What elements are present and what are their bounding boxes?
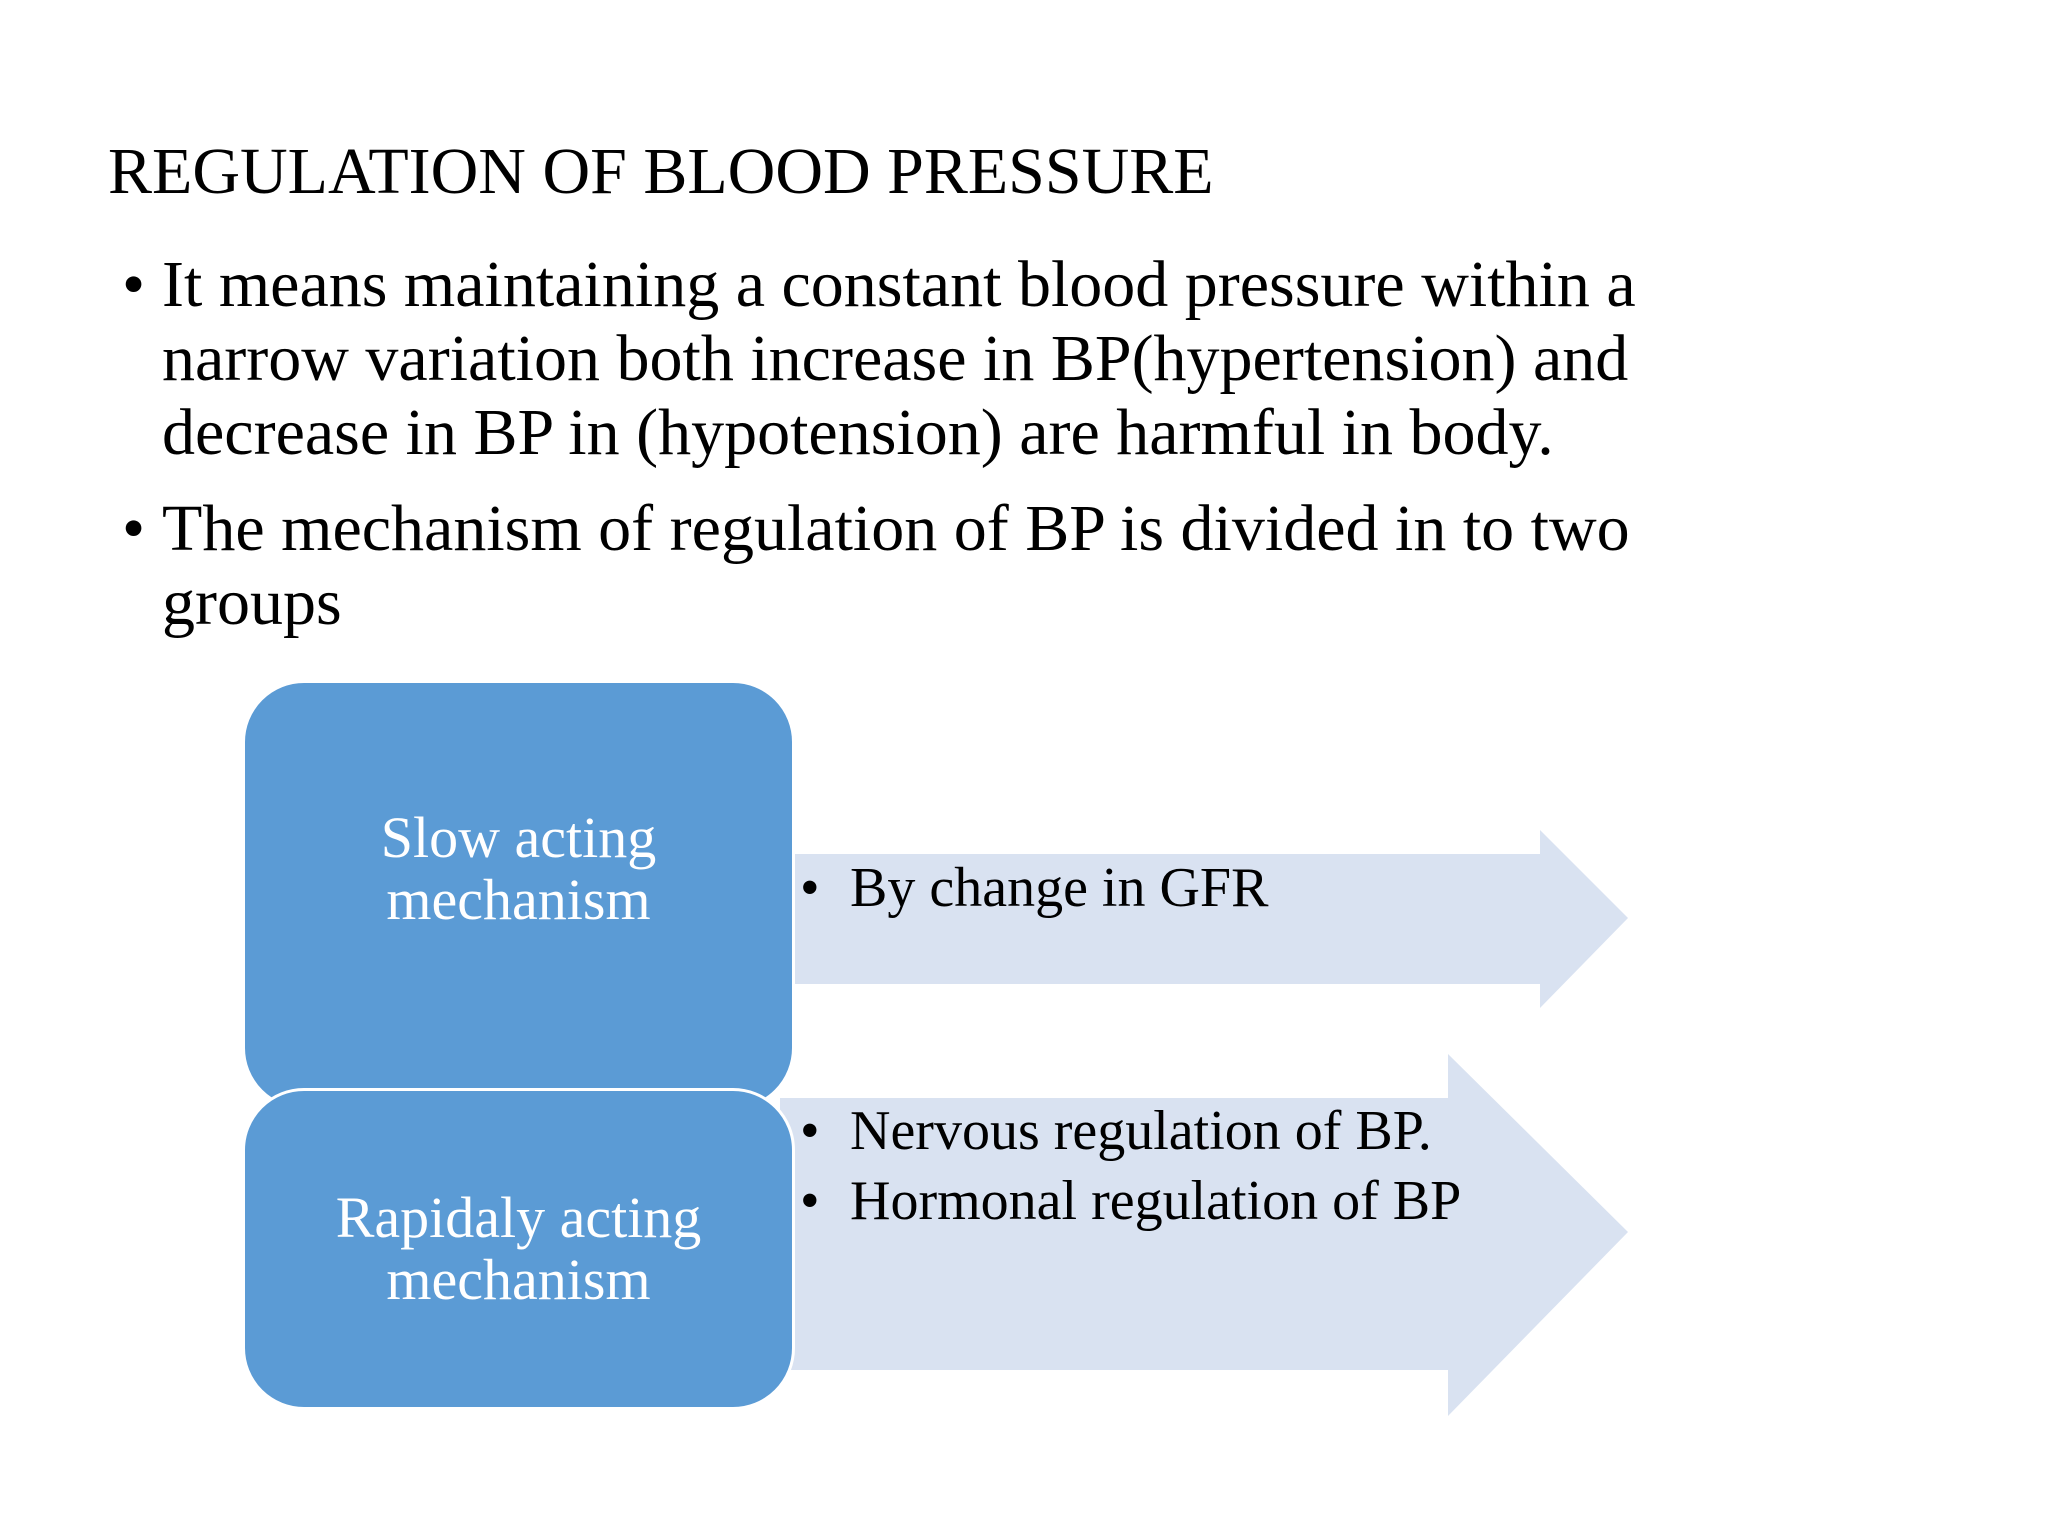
slide-title: REGULATION OF BLOOD PRESSURE xyxy=(108,135,1214,208)
rapid-acting-label: Rapidaly acting mechanism xyxy=(335,1185,702,1312)
slow-mechanism-arrow xyxy=(780,830,1628,1008)
list-item-text: Hormonal regulation of BP xyxy=(850,1170,1462,1232)
rapid-mechanism-list: • Nervous regulation of BP. • Hormonal r… xyxy=(800,1096,1461,1236)
bullet-item: • It means maintaining a constant blood … xyxy=(122,248,1762,470)
list-item: • Nervous regulation of BP. xyxy=(800,1096,1461,1166)
list-item: • By change in GFR xyxy=(800,853,1268,923)
bullet-marker: • xyxy=(800,1170,820,1232)
bullet-marker: • xyxy=(800,1100,820,1162)
slow-mechanism-list: • By change in GFR xyxy=(800,853,1268,923)
bullet-marker: • xyxy=(800,857,820,919)
list-item-text: By change in GFR xyxy=(850,857,1269,919)
bullet-text: It means maintaining a constant blood pr… xyxy=(162,248,1636,469)
bullet-item: • The mechanism of regulation of BP is d… xyxy=(122,492,1762,640)
bullet-text: The mechanism of regulation of BP is div… xyxy=(162,492,1630,639)
slow-acting-box: Slow acting mechanism xyxy=(242,680,795,1110)
list-item-text: Nervous regulation of BP. xyxy=(850,1100,1432,1162)
bullet-marker: • xyxy=(122,248,146,321)
list-item: • Hormonal regulation of BP xyxy=(800,1166,1461,1236)
rapid-acting-box: Rapidaly acting mechanism xyxy=(242,1088,795,1410)
slow-acting-label: Slow acting mechanism xyxy=(380,805,657,932)
bullet-marker: • xyxy=(122,492,146,565)
bullet-list: • It means maintaining a constant blood … xyxy=(122,248,1762,662)
rapid-mechanism-arrow xyxy=(780,1054,1628,1416)
